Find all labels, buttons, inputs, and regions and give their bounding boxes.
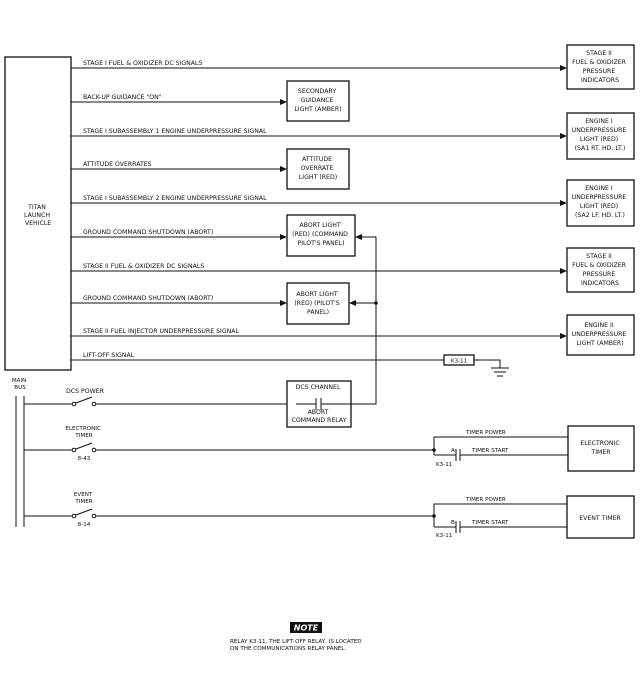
signal-ground-shutdown-2-label: GROUND COMMAND SHUTDOWN (ABORT): [83, 295, 213, 302]
engine1-sa1-light-box: [566, 112, 635, 160]
engine1-sa2-light-label: ENGINE I UNDERPRESSURE LIGHT (RED) (SA2 …: [572, 185, 629, 219]
electronic-timer-wiring: [432, 436, 568, 461]
electronic-timer-start-label: TIMER START: [471, 448, 509, 454]
note-tag-box: [290, 622, 322, 633]
signal-liftoff-label: LIFT-OFF SIGNAL: [83, 352, 135, 359]
event-timer-box: [566, 495, 635, 539]
signal-lines: [71, 65, 567, 361]
signal-attitude-overrates-label: ATTITUDE OVERRATES: [83, 161, 152, 168]
titan-launch-vehicle-box: [4, 56, 72, 371]
event-timer-power-label: TIMER POWER: [465, 497, 506, 503]
signal-ground-shutdown-1-label: GROUND COMMAND SHUTDOWN (ABORT): [83, 229, 213, 236]
signal-stage1-fuel-label: STAGE I FUEL & OXIDIZER DC SIGNALS: [83, 60, 202, 67]
titan-launch-vehicle-label: TITAN LAUNCH VEHICLE: [24, 204, 52, 227]
stage2-fuel-indicator-mid-label: STAGE II FUEL & OXIDIZER PRESSURE INDICA…: [572, 253, 628, 287]
secondary-guidance-light-box: [286, 80, 350, 122]
electronic-timer-box-label: ELECTRONIC TIMER: [580, 440, 621, 456]
abort-feed-lines: [349, 234, 378, 405]
event-timer-contact-label: B: [451, 520, 455, 526]
event-timer-relay-label: K3-11: [436, 533, 453, 539]
engine1-sa2-light-box: [566, 179, 635, 227]
signal-sa1-underpressure-label: STAGE I SUBASSEMBLY 1 ENGINE UNDERPRESSU…: [83, 128, 267, 135]
signal-stage2-injector-label: STAGE II FUEL INJECTOR UNDERPRESSURE SIG…: [83, 328, 240, 335]
event-timer-breaker-id: 8-14: [78, 522, 91, 528]
stage2-fuel-indicator-mid-box: [566, 247, 635, 293]
event-timer-box-label: EVENT TIMER: [579, 515, 621, 522]
signal-sa2-underpressure-label: STAGE I SUBASSEMBLY 2 ENGINE UNDERPRESSU…: [83, 195, 267, 202]
event-timer-breaker-label: EVENT TIMER: [74, 492, 94, 505]
electronic-timer-power-label: TIMER POWER: [465, 430, 506, 436]
electronic-timer-breaker-id: 8-43: [78, 456, 91, 462]
k3-11-liftoff-relay-label: K3-11: [451, 359, 468, 365]
engine1-sa1-light-label: ENGINE I UNDERPRESSURE LIGHT (RED) (SA1 …: [572, 118, 629, 152]
main-bus: [15, 396, 25, 527]
dcs-channel-relay-label: DCS CHANNEL ABORT COMMAND RELAY: [292, 384, 347, 424]
abort-light-command-box: [286, 214, 356, 257]
electronic-timer-breaker-label: ELECTRONIC TIMER: [65, 426, 102, 439]
signal-stage2-fuel-label: STAGE II FUEL & OXIDIZER DC SIGNALS: [83, 263, 204, 270]
attitude-overrate-light-label: ATTITUDE OVERRATE LIGHT (RED): [299, 156, 337, 181]
event-timer-breaker-icon: [24, 508, 434, 519]
dcs-power-breaker-icon: [24, 396, 296, 407]
electronic-timer-relay-label: K3-11: [436, 462, 453, 468]
electronic-timer-box: [567, 425, 635, 472]
main-bus-label: MAIN BUS: [12, 378, 28, 391]
note-tag-label: NOTE: [294, 624, 319, 633]
abort-light-pilot-box: [286, 282, 350, 325]
dcs-relay-contact-icon: [296, 398, 351, 410]
attitude-overrate-light-box: [286, 148, 350, 190]
engine2-light-label: ENGINE II UNDERPRESSURE LIGHT (AMBER): [572, 322, 629, 347]
dcs-power-label: DCS POWER: [66, 388, 105, 395]
ground-icon: [474, 359, 509, 377]
event-timer-start-label: TIMER START: [471, 520, 509, 526]
signal-backup-guidance-label: BACK-UP GUIDANCE "ON": [83, 94, 162, 101]
note-text: RELAY K3-11, THE LIFT-OFF RELAY, IS LOCA…: [230, 639, 363, 652]
engine2-light-box: [566, 314, 635, 356]
secondary-guidance-light-label: SECONDARY GUIDANCE LIGHT (AMBER): [294, 88, 341, 113]
abort-light-pilot-label: ABORT LIGHT (RED) (PILOT'S PANEL): [294, 291, 341, 316]
abort-light-command-label: ABORT LIGHT (RED) (COMMAND PILOT'S PANEL…: [292, 222, 350, 247]
stage2-fuel-indicator-top-box: [566, 44, 635, 90]
electronic-timer-contact-label: A: [451, 448, 455, 454]
stage2-fuel-indicator-top-label: STAGE II FUEL & OXIDIZER PRESSURE INDICA…: [572, 50, 628, 84]
electronic-timer-breaker-icon: [24, 442, 434, 453]
event-timer-wiring: [432, 503, 567, 533]
